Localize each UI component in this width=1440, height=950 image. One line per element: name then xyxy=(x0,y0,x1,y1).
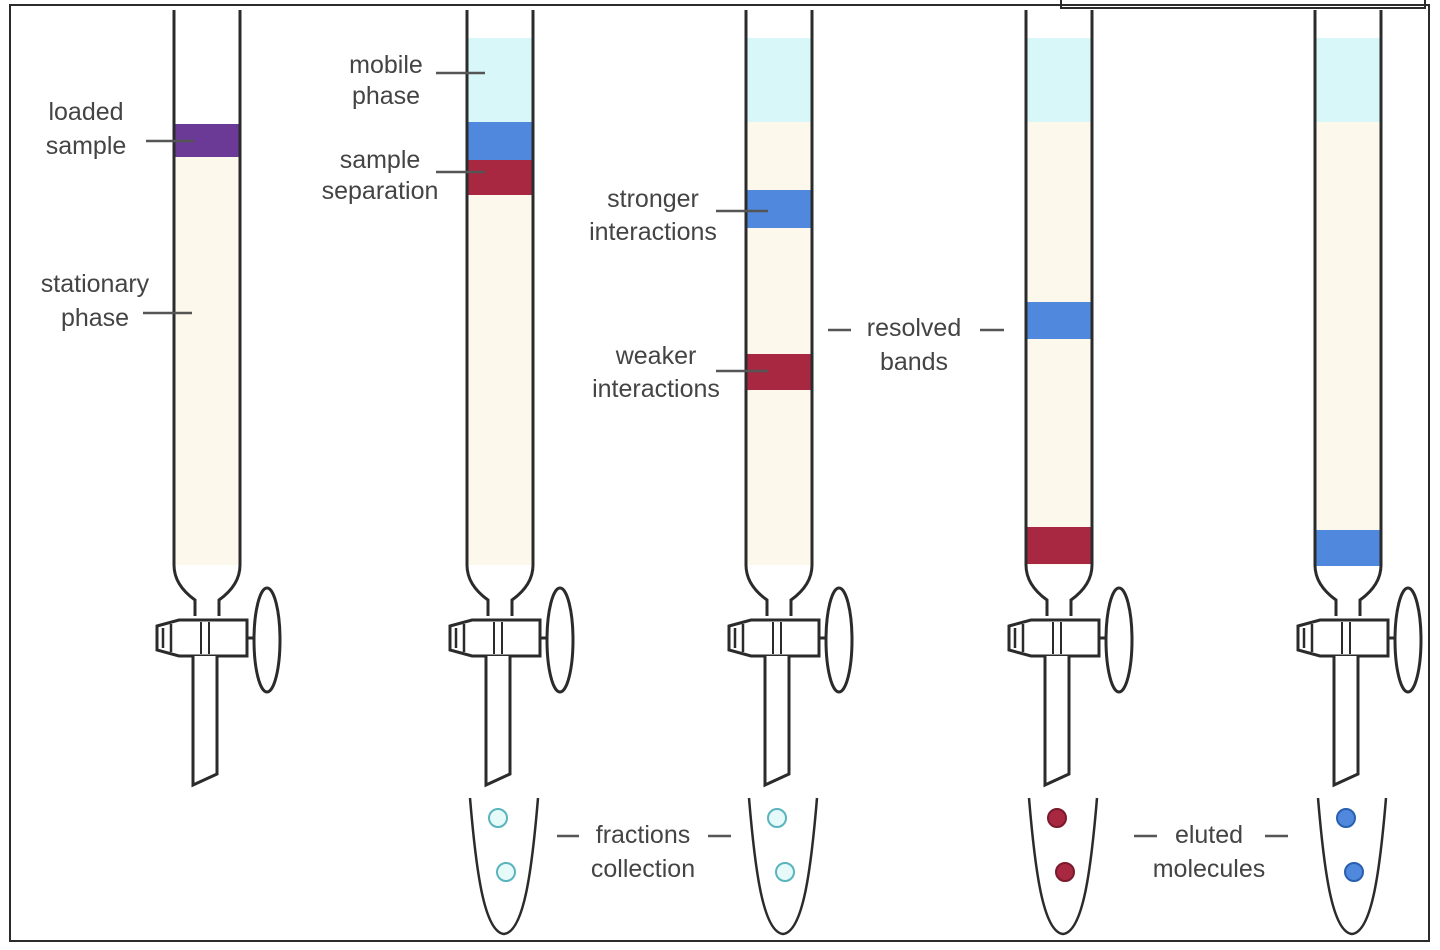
droplet xyxy=(1055,862,1075,882)
stationary-phase-fill xyxy=(1315,122,1381,565)
stopcock-ridges xyxy=(161,624,173,652)
stopcock-handle xyxy=(252,586,282,694)
stopcock-bore xyxy=(493,622,503,654)
stopcock-ridges xyxy=(454,624,466,652)
stationary-phase-fill xyxy=(1026,122,1092,565)
stopcock-bore xyxy=(1341,622,1351,654)
tube-outline xyxy=(1027,797,1099,936)
label-weaker-interactions: weaker interactions xyxy=(592,342,720,403)
column-3 xyxy=(727,10,854,788)
corner-box xyxy=(1060,0,1426,9)
tube-outline xyxy=(468,797,540,936)
column-4 xyxy=(1007,10,1134,788)
red-band xyxy=(1026,527,1092,564)
stopcock-bore xyxy=(1052,622,1062,654)
columns-layer xyxy=(155,10,1423,788)
diagram-frame xyxy=(9,4,1430,942)
outlet-tip xyxy=(763,656,791,788)
label-sample-separation-line2: separation xyxy=(322,177,439,205)
label-fractions-collection: fractions collection xyxy=(591,821,695,883)
label-resolved-bands-line1: resolved xyxy=(867,314,962,342)
stopcock-bore xyxy=(772,622,782,654)
droplet xyxy=(496,862,516,882)
leader-lines xyxy=(143,71,1288,838)
column-glass xyxy=(1313,10,1383,616)
label-stronger-interactions-line2: interactions xyxy=(589,218,717,246)
column-5 xyxy=(1296,10,1423,788)
stopcock-ridges xyxy=(1302,624,1314,652)
label-eluted-molecules: eluted molecules xyxy=(1153,821,1266,883)
droplet xyxy=(1047,808,1067,828)
label-fractions-collection-line2: collection xyxy=(591,855,695,883)
blue-band xyxy=(746,190,812,228)
label-sample-separation: sample separation xyxy=(322,146,439,205)
collection-tube-4 xyxy=(1027,797,1099,936)
blue-band xyxy=(1026,302,1092,339)
column-glass xyxy=(744,10,814,616)
label-loaded-sample-line1: loaded xyxy=(48,98,123,126)
mobile-phase-fill xyxy=(467,38,533,122)
tube-outline xyxy=(1316,797,1388,936)
droplet xyxy=(775,862,795,882)
column-glass xyxy=(465,10,535,616)
label-weaker-interactions-line2: interactions xyxy=(592,375,720,403)
droplet xyxy=(488,808,508,828)
label-mobile-phase-line2: phase xyxy=(352,82,420,110)
label-stationary-phase-line2: phase xyxy=(61,304,129,332)
mobile-phase-fill xyxy=(1026,38,1092,122)
collection-tube-2 xyxy=(468,797,540,936)
label-stationary-phase-line1: stationary xyxy=(41,270,150,298)
stopcock-bore xyxy=(200,622,210,654)
droplet xyxy=(1344,862,1364,882)
blue-band xyxy=(467,122,533,160)
tube-outline xyxy=(747,797,819,936)
label-stationary-phase: stationary phase xyxy=(41,270,150,332)
label-stronger-interactions: stronger interactions xyxy=(589,185,717,246)
outlet-tip xyxy=(484,656,512,788)
label-fractions-collection-line1: fractions xyxy=(596,821,690,849)
stopcock-handle xyxy=(824,586,854,694)
stopcock-handle xyxy=(545,586,575,694)
blue-band xyxy=(1315,530,1381,566)
outlet-tip xyxy=(191,656,219,788)
label-mobile-phase: mobile phase xyxy=(349,51,423,110)
label-eluted-molecules-line2: molecules xyxy=(1153,855,1266,883)
label-resolved-bands-line2: bands xyxy=(880,348,948,376)
mobile-phase-fill xyxy=(1315,38,1381,122)
label-stronger-interactions-line1: stronger xyxy=(607,185,699,213)
stopcock-ridges xyxy=(733,624,745,652)
stationary-phase-fill xyxy=(467,122,533,565)
label-resolved-bands: resolved bands xyxy=(867,314,962,376)
label-loaded-sample-line2: sample xyxy=(46,132,127,160)
droplet xyxy=(1336,808,1356,828)
droplet xyxy=(767,808,787,828)
column-glass xyxy=(1024,10,1094,616)
collection-tube-3 xyxy=(747,797,819,936)
stopcock-handle xyxy=(1104,586,1134,694)
stationary-phase-fill xyxy=(174,157,240,565)
outlet-tip xyxy=(1332,656,1360,788)
label-loaded-sample: loaded sample xyxy=(46,98,127,160)
collection-tube-5 xyxy=(1316,797,1388,936)
tubes-layer xyxy=(468,797,1388,936)
outlet-tip xyxy=(1043,656,1071,788)
stopcock-handle xyxy=(1393,586,1423,694)
mobile-phase-fill xyxy=(746,38,812,122)
red-band xyxy=(467,160,533,195)
label-mobile-phase-line1: mobile xyxy=(349,51,423,79)
column-2 xyxy=(448,10,575,788)
label-sample-separation-line1: sample xyxy=(340,146,421,174)
label-eluted-molecules-line1: eluted xyxy=(1175,821,1243,849)
stopcock-ridges xyxy=(1013,624,1025,652)
stationary-phase-fill xyxy=(746,122,812,565)
label-weaker-interactions-line1: weaker xyxy=(615,342,697,370)
column-1 xyxy=(155,10,282,788)
column-glass xyxy=(172,10,242,616)
